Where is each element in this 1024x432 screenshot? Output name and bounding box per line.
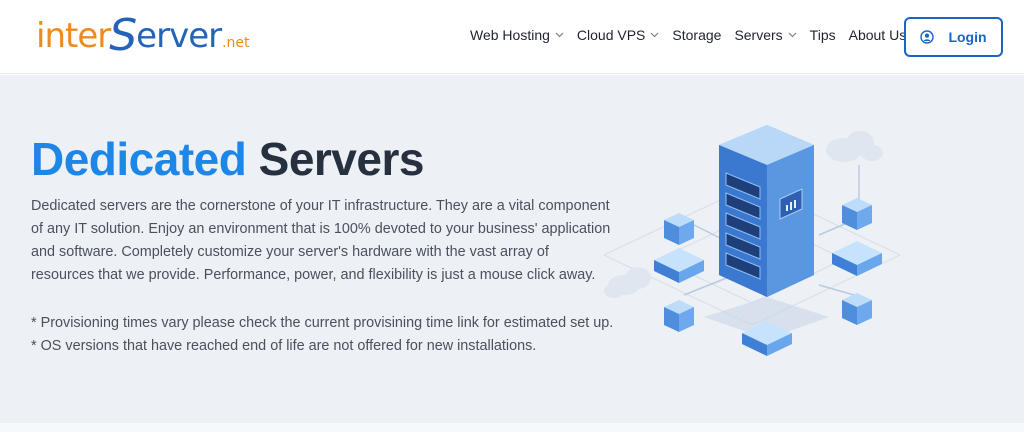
nav-item-label: About Us: [848, 27, 907, 43]
logo-text-net: .net: [222, 35, 250, 51]
nav-item-label: Tips: [809, 27, 836, 43]
title-rest-text: Servers: [258, 133, 425, 185]
server-rack-illustration: [604, 125, 900, 356]
user-circle-icon: [920, 30, 935, 44]
provisioning-note: * Provisioning times vary please check t…: [31, 315, 614, 331]
nav-item-tips[interactable]: Tips: [810, 27, 836, 43]
page-title: Dedicated Servers: [31, 132, 424, 186]
nav-item-servers[interactable]: Servers: [734, 27, 797, 43]
logo-text-inter: inter: [36, 16, 111, 56]
nav-item-web-hosting[interactable]: Web Hosting: [470, 27, 564, 43]
nav-item-label: Web Hosting: [470, 27, 550, 43]
logo-text-erver: erver: [136, 16, 222, 56]
site-header: inter S erver .net Web Hosting Cloud VPS…: [0, 0, 1024, 74]
main-nav: Web Hosting Cloud VPS Storage Servers Ti…: [470, 0, 933, 70]
logo-text-s: S: [109, 10, 138, 61]
chevron-down-icon: [650, 32, 659, 38]
chevron-down-icon: [555, 32, 564, 38]
login-button[interactable]: Login: [904, 17, 1003, 57]
login-label: Login: [948, 29, 987, 45]
interserver-logo[interactable]: inter S erver .net: [36, 14, 250, 58]
nav-item-storage[interactable]: Storage: [672, 27, 721, 43]
nav-item-cloud-vps[interactable]: Cloud VPS: [577, 27, 659, 43]
nav-item-label: Servers: [734, 27, 783, 43]
chevron-down-icon: [788, 32, 797, 38]
title-accent-text: Dedicated: [31, 133, 247, 185]
footer-strip: [0, 423, 1024, 432]
hero-section: Dedicated Servers Dedicated servers are …: [0, 75, 1024, 423]
nav-item-label: Storage: [672, 27, 722, 43]
nav-item-label: Cloud VPS: [576, 27, 646, 43]
hero-description: Dedicated servers are the cornerstone of…: [31, 198, 611, 283]
os-eol-note: * OS versions that have reached end of l…: [31, 338, 537, 354]
